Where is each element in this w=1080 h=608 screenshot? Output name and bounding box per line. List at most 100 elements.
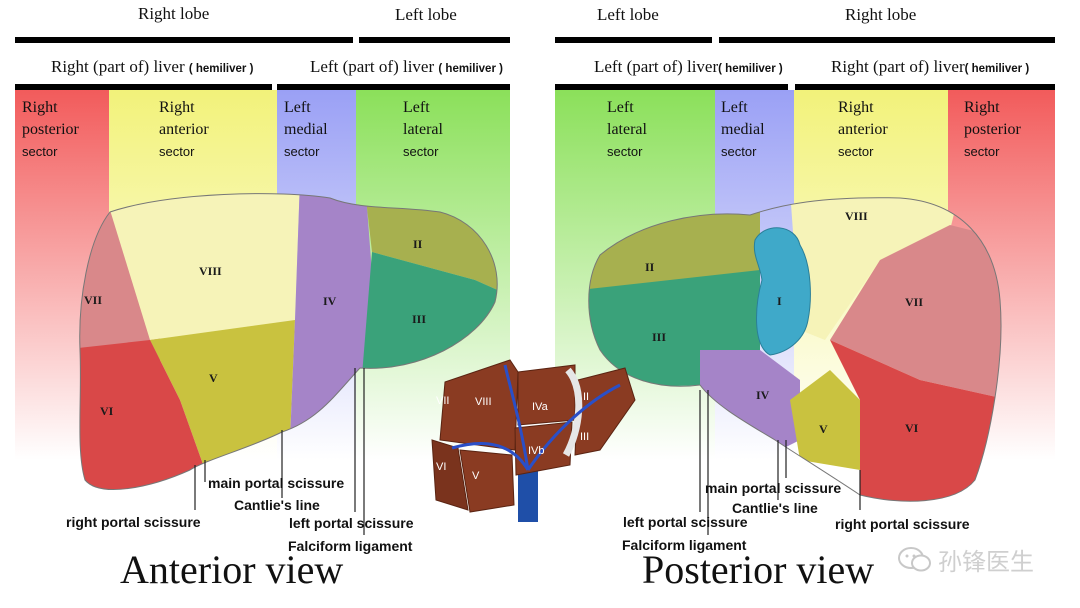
posterior-sector-right-posterior: Right posterior sector bbox=[964, 97, 1021, 163]
inset-label-IVb: IVb bbox=[528, 445, 545, 457]
posterior-lobe-bar-left bbox=[555, 37, 712, 43]
anterior-hemi-right-paren: ( hemiliver ) bbox=[188, 63, 254, 75]
anterior-top-header-left-lobe: Left lobe bbox=[395, 5, 457, 24]
anterior-label-main-portal: main portal scissure bbox=[208, 475, 345, 491]
wechat-logo-icon bbox=[898, 546, 931, 571]
posterior-seg-label-I: I bbox=[777, 294, 782, 308]
inset-ivc bbox=[518, 470, 538, 522]
posterior-seg-VIII-shape bbox=[790, 197, 960, 340]
anterior-top-header-right-lobe: Right lobe bbox=[138, 4, 210, 23]
posterior-hemi-left-paren: ( hemiliver ) bbox=[718, 63, 783, 75]
sector-title2: anterior bbox=[838, 121, 888, 138]
anterior-lobe-bar-right bbox=[15, 37, 353, 43]
anterior-view-title: Anterior view bbox=[120, 547, 344, 592]
posterior-seg-IV-shape bbox=[700, 350, 800, 450]
sector-title1: Left bbox=[607, 99, 634, 116]
sector-title3: sector bbox=[284, 144, 320, 159]
anterior-sector-right-anterior: Right anterior sector bbox=[159, 97, 209, 163]
sector-title1: Right bbox=[838, 99, 874, 116]
posterior-seg-label-V: V bbox=[819, 422, 828, 436]
posterior-seg-label-VII: VII bbox=[905, 295, 923, 309]
inset-label-II: II bbox=[583, 391, 589, 403]
posterior-hemi-header-right: Right (part of) liver( hemiliver ) bbox=[831, 57, 1029, 77]
sector-title3: sector bbox=[22, 144, 58, 159]
sector-title2: posterior bbox=[964, 121, 1021, 138]
anterior-hemi-header-right: Right (part of) liver ( hemiliver ) bbox=[51, 57, 253, 77]
posterior-hemi-right-main: Right (part of) liver bbox=[831, 57, 965, 76]
inset-vessel-white bbox=[562, 367, 583, 457]
sector-title1: Right bbox=[159, 99, 195, 116]
inset-seg-V bbox=[459, 449, 515, 513]
posterior-label-falciform: Falciform ligament bbox=[622, 537, 747, 553]
watermark: 孙锋医生 bbox=[898, 542, 1034, 577]
sector-title3: sector bbox=[607, 144, 643, 159]
anterior-hemi-right-main: Right (part of) liver bbox=[51, 57, 185, 76]
inset-label-V: V bbox=[472, 470, 480, 482]
sector-title3: sector bbox=[721, 144, 757, 159]
posterior-hemi-right-paren: ( hemiliver ) bbox=[964, 63, 1030, 75]
sector-title2: medial bbox=[284, 121, 328, 138]
anterior-liver bbox=[79, 193, 498, 490]
sector-title2: posterior bbox=[22, 121, 79, 138]
inset-label-VII: VII bbox=[436, 395, 449, 407]
sector-title3: sector bbox=[159, 144, 195, 159]
posterior-seg-label-II: II bbox=[645, 260, 655, 274]
sector-title1: Left bbox=[284, 99, 311, 116]
posterior-hemi-bar-right bbox=[795, 84, 1055, 90]
posterior-seg-VI-shape bbox=[830, 340, 1001, 502]
posterior-seg-VII-shape bbox=[830, 225, 1001, 400]
posterior-label-cantlie: Cantlie's line bbox=[732, 500, 818, 516]
anterior-hemi-left-main: Left (part of) liver bbox=[310, 57, 435, 76]
anterior-hemi-bar-right bbox=[15, 84, 272, 90]
posterior-top-header-left-lobe: Left lobe bbox=[597, 5, 659, 24]
posterior-view-title: Posterior view bbox=[642, 547, 875, 592]
anterior-hemi-header-left: Left (part of) liver ( hemiliver ) bbox=[310, 57, 503, 77]
posterior-liver-outline bbox=[588, 197, 1002, 502]
posterior-seg-I-shape bbox=[753, 227, 811, 356]
anterior-label-cantlie: Cantlie's line bbox=[234, 497, 320, 513]
posterior-sector-left-lateral: Left lateral sector bbox=[607, 97, 647, 163]
anterior-sector-left-lateral: Left lateral sector bbox=[403, 97, 443, 163]
sector-title2: lateral bbox=[403, 121, 443, 138]
anterior-seg-IV-shape bbox=[290, 193, 380, 450]
anterior-seg-label-IV: IV bbox=[323, 294, 337, 308]
inset-seg-IVa bbox=[517, 364, 576, 426]
sector-title1: Right bbox=[22, 99, 58, 116]
posterior-seg-label-VIII: VIII bbox=[845, 209, 868, 223]
sector-title3: sector bbox=[838, 144, 874, 159]
posterior-hemi-header-left: Left (part of) liver( hemiliver ) bbox=[594, 57, 783, 77]
anterior-seg-label-VIII: VIII bbox=[199, 264, 222, 278]
watermark-text: 孙锋医生 bbox=[938, 548, 1034, 576]
posterior-hemi-left-main: Left (part of) liver bbox=[594, 57, 719, 76]
anterior-hemi-bar-left bbox=[277, 84, 510, 90]
posterior-sector-right-anterior: Right anterior sector bbox=[838, 97, 888, 163]
sector-title1: Right bbox=[964, 99, 1000, 116]
posterior-seg-label-III: III bbox=[652, 330, 666, 344]
posterior-label-main-portal: main portal scissure bbox=[705, 480, 842, 496]
anterior-seg-label-V: V bbox=[209, 371, 218, 385]
anterior-seg-label-VII: VII bbox=[84, 293, 102, 307]
sector-title1: Left bbox=[721, 99, 748, 116]
inset-liver bbox=[431, 359, 636, 522]
inset-label-IVa: IVa bbox=[532, 401, 549, 413]
sector-title2: medial bbox=[721, 121, 765, 138]
posterior-seg-V-shape bbox=[790, 370, 860, 470]
anterior-seg-label-III: III bbox=[412, 312, 426, 326]
anterior-label-falciform: Falciform ligament bbox=[288, 538, 413, 554]
anterior-seg-VIII-shape bbox=[110, 193, 300, 340]
inset-vessel-blue bbox=[451, 364, 621, 471]
sector-title1: Left bbox=[403, 99, 430, 116]
posterior-sector-left-medial: Left medial sector bbox=[721, 97, 765, 163]
posterior-label-left-portal: left portal scissure bbox=[623, 514, 748, 530]
anterior-seg-label-II: II bbox=[413, 237, 423, 251]
anterior-sector-right-posterior: Right posterior sector bbox=[22, 97, 79, 163]
anterior-lobe-bar-left bbox=[359, 37, 510, 43]
anterior-seg-VI-shape bbox=[79, 340, 205, 490]
posterior-lobe-bar-right bbox=[719, 37, 1055, 43]
sector-title2: anterior bbox=[159, 121, 209, 138]
anterior-liver-outline bbox=[79, 193, 498, 490]
inset-label-VI: VI bbox=[436, 461, 446, 473]
posterior-label-right-portal: right portal scissure bbox=[835, 516, 970, 532]
anterior-hemi-left-paren: ( hemiliver ) bbox=[438, 63, 503, 75]
